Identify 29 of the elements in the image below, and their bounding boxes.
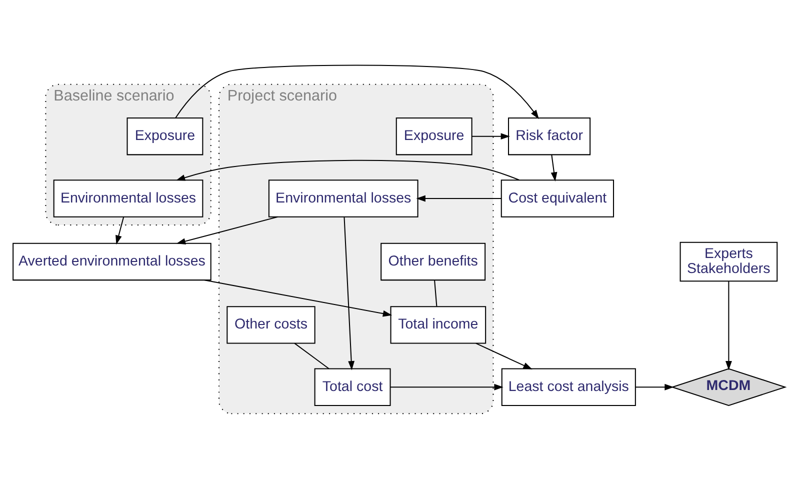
arrow xyxy=(174,64,538,120)
node-box: Other benefits xyxy=(380,242,486,281)
node-box: Experts Stakeholders xyxy=(679,242,778,282)
arrow xyxy=(635,384,674,390)
node-box: Exposure xyxy=(126,117,203,156)
node-box: Cost equivalent xyxy=(500,180,614,218)
node-box: Total income xyxy=(390,306,486,344)
connector xyxy=(434,280,437,306)
node-diamond: MCDM xyxy=(670,368,786,406)
node-box: Environmental losses xyxy=(268,180,418,218)
arrow xyxy=(115,216,124,245)
node-box: Total cost xyxy=(314,368,390,406)
arrow xyxy=(176,216,278,244)
arrow xyxy=(343,217,354,370)
node-box: Risk factor xyxy=(508,117,590,156)
arrow xyxy=(416,195,501,202)
arrow xyxy=(175,160,519,181)
arrow xyxy=(204,280,392,317)
arrow xyxy=(471,133,510,140)
arrow xyxy=(550,154,557,182)
arrow xyxy=(724,281,732,370)
arrow xyxy=(475,342,532,370)
connector xyxy=(294,342,329,370)
node-box: Averted environmental losses xyxy=(12,242,211,281)
node-box: Other costs xyxy=(226,306,315,344)
node-box: Environmental losses xyxy=(52,180,203,218)
node-box: Least cost analysis xyxy=(500,368,636,406)
arrow xyxy=(390,384,503,390)
node-box: Exposure xyxy=(395,117,472,156)
